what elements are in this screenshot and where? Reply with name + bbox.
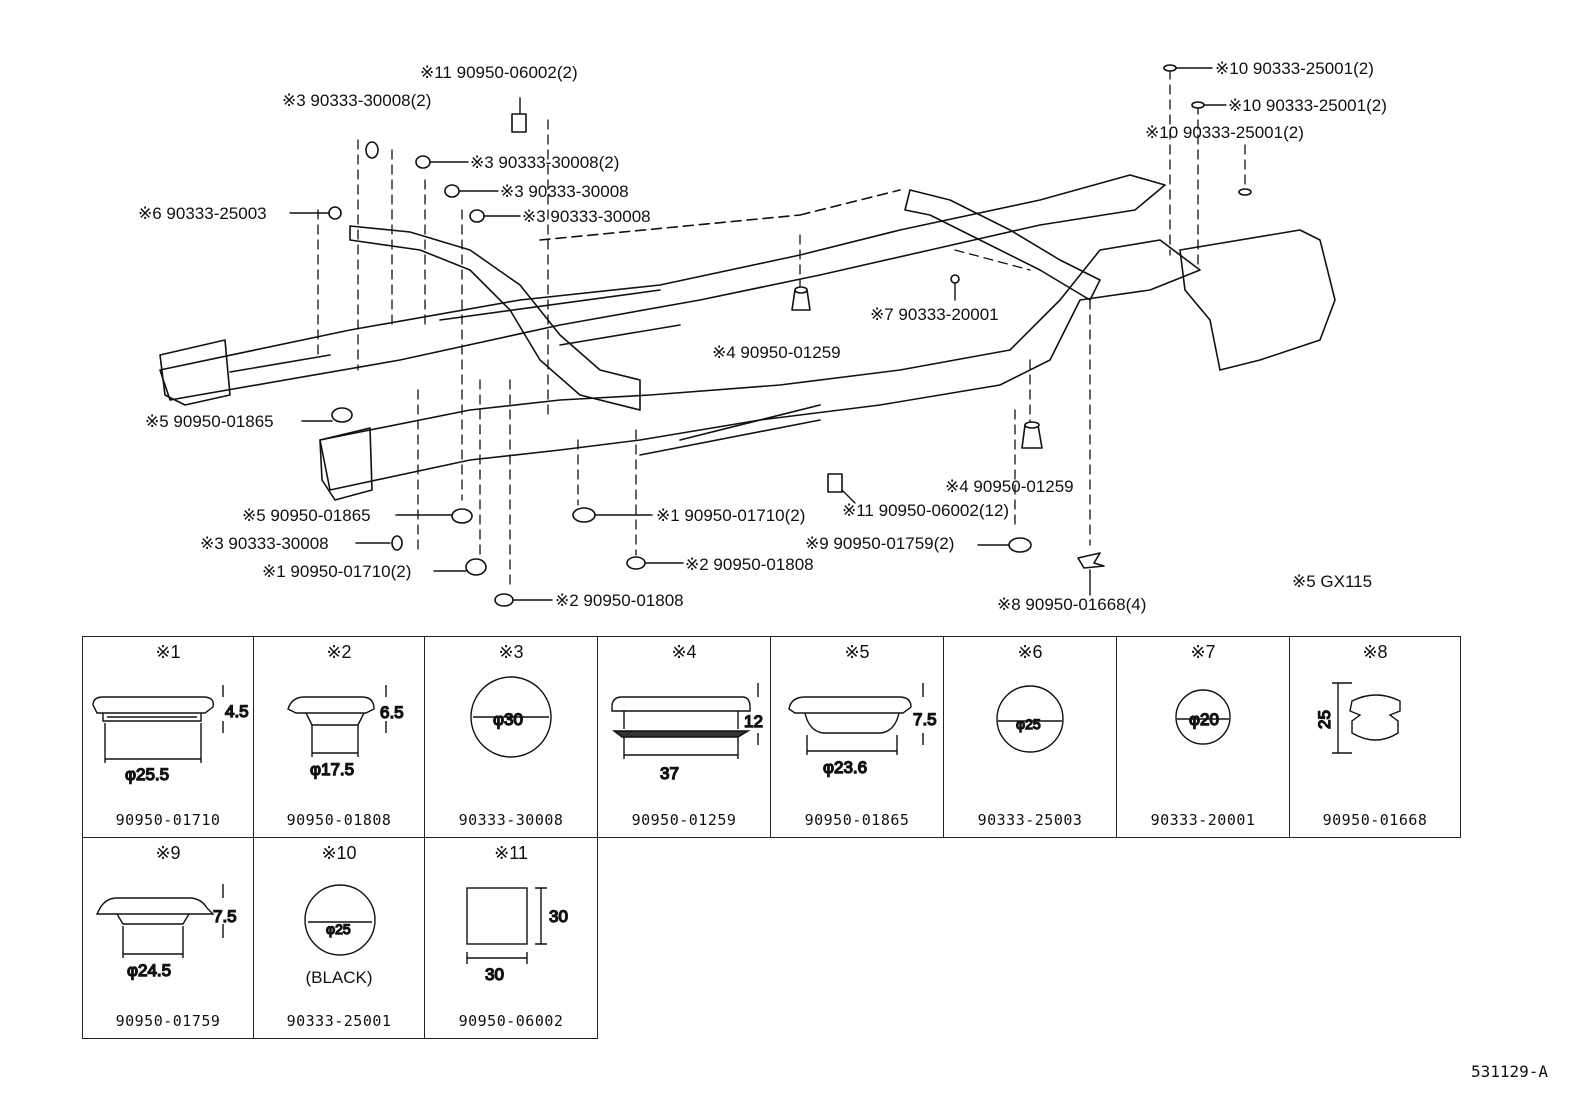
part-cell: ※6 φ25 90333-25003 [943, 636, 1117, 838]
dim-label: φ17.5 [310, 760, 354, 779]
callout-label: ※2 90950-01808 [555, 591, 684, 610]
part-ref: ※3 [498, 642, 524, 662]
callout-label: ※5 90950-01865 [145, 412, 274, 431]
part-number: 90950-01259 [631, 811, 737, 829]
callout-label: ※3 90333-30008 [500, 182, 629, 201]
right-side-rail [319, 239, 1201, 491]
part-ref: ※10 [321, 843, 357, 863]
dim-label: φ25 [1016, 716, 1041, 732]
plug-icons [328, 64, 1252, 607]
callout-label: ※7 90333-20001 [870, 305, 999, 324]
callout-label: ※3 90333-30008 [522, 207, 651, 226]
plug-sketch: φ25 [304, 884, 376, 956]
callout-label: ※10 90333-25001(2) [1145, 123, 1304, 142]
callout-label: ※3 90333-30008(2) [470, 153, 620, 172]
part-ref: ※7 [1190, 642, 1216, 662]
part-cell: ※8 25 90950-01668 [1289, 636, 1461, 838]
part-cell: ※3 φ30 90333-30008 [424, 636, 598, 838]
callout-label: ※6 90333-25003 [138, 204, 267, 223]
tape-sketch: 30 30 [466, 887, 569, 985]
dim-label: 25 [1315, 710, 1334, 729]
callout-label: ※4 90950-01259 [712, 343, 841, 362]
front-frame-end-right [319, 427, 373, 501]
dim-label: φ25 [326, 921, 351, 937]
plug-sketch: 7.5 φ24.5 [95, 884, 237, 981]
callout-label: ※3 90333-30008(2) [282, 91, 432, 110]
part-cell: ※2 6.5 φ17.5 90950-01808 [253, 636, 425, 838]
part-number: 90950-01808 [286, 811, 392, 829]
part-number: 90950-06002 [458, 1012, 564, 1030]
callout-label: ※8 90950-01668(4) [997, 595, 1147, 614]
part-number: 90950-01668 [1322, 811, 1428, 829]
rear-frame-end [1179, 229, 1336, 371]
callout-label: ※11 90950-06002(12) [842, 501, 1010, 520]
part-cell: ※7 φ20 90333-20001 [1116, 636, 1290, 838]
part-ref: ※8 [1362, 642, 1388, 662]
callout-label: ※11 90950-06002(2) [420, 63, 578, 82]
variant-note: ※5 GX115 [1292, 572, 1373, 591]
part-ref: ※9 [155, 843, 181, 863]
parts-table: ※1 4.5 φ25.5 90950-01710 ※2 6.5 φ17.5 90 [82, 636, 1461, 1039]
plug-sketch: 12 37 [611, 683, 764, 784]
dim-label: φ25.5 [125, 765, 169, 784]
part-number: 90950-01710 [115, 811, 221, 829]
callout-label: ※1 90950-01710(2) [262, 562, 412, 581]
plug-sketch: φ20 [1175, 689, 1231, 745]
dim-label: φ20 [1189, 710, 1219, 729]
part-ref: ※4 [671, 642, 697, 662]
dim-label: 7.5 [213, 907, 237, 926]
dim-label: 12 [744, 712, 763, 731]
callout-label: ※1 90950-01710(2) [656, 506, 806, 525]
front-frame-end-left [159, 339, 231, 406]
dim-label: 6.5 [380, 703, 404, 722]
callout-label: ※3 90333-30008 [200, 534, 329, 553]
plug-sketch: 6.5 φ17.5 [287, 685, 404, 780]
dim-label: 4.5 [225, 702, 249, 721]
left-side-rail [159, 174, 1166, 401]
dim-label: 30 [549, 907, 568, 926]
part-cell: ※5 7.5 φ23.6 90950-01865 [770, 636, 944, 838]
dim-label: φ23.6 [823, 758, 867, 777]
part-cell: ※10 φ25 (BLACK) 90333-25001 [253, 837, 425, 1039]
leader-lines [317, 69, 1246, 591]
callout-label: ※4 90950-01259 [945, 477, 1074, 496]
part-number: 90333-25003 [977, 811, 1083, 829]
illustration-reference-code: 531129-A [1470, 1062, 1548, 1081]
dim-label: 37 [660, 764, 679, 783]
part-number: 90950-01865 [804, 811, 910, 829]
frame-diagram: ※11 90950-06002(2) ※3 90333-30008(2) ※3 … [138, 59, 1387, 614]
front-kickup [349, 225, 641, 411]
part-cell: ※11 30 30 90950-06002 [424, 837, 598, 1039]
part-number: 90333-20001 [1150, 811, 1256, 829]
part-ref: ※2 [326, 642, 352, 662]
part-number: 90333-25001 [286, 1012, 392, 1030]
part-cell: ※4 12 37 90950-01259 [597, 636, 771, 838]
dim-label: φ24.5 [127, 961, 171, 980]
clip-sketch: 25 [1314, 682, 1401, 754]
dim-label: φ30 [493, 710, 523, 729]
part-ref: ※5 [844, 642, 870, 662]
plug-sketch: φ30 [470, 676, 552, 758]
callout-leaders [289, 67, 1227, 601]
plug-sketch: φ25 [996, 685, 1064, 753]
part-ref: ※1 [155, 642, 181, 662]
part-ref: ※6 [1017, 642, 1043, 662]
callout-label: ※10 90333-25001(2) [1215, 59, 1374, 78]
callout-label: ※9 90950-01759(2) [805, 534, 955, 553]
color-note: (BLACK) [305, 968, 373, 987]
plug-sketch: 4.5 φ25.5 [92, 685, 249, 785]
callout-label: ※10 90333-25001(2) [1228, 96, 1387, 115]
part-ref: ※11 [494, 843, 528, 863]
dim-label: 30 [485, 965, 504, 984]
part-cell: ※1 4.5 φ25.5 90950-01710 [82, 636, 254, 838]
part-number: 90333-30008 [458, 811, 564, 829]
plug-sketch: 7.5 φ23.6 [788, 683, 937, 778]
rear-crossmember [904, 189, 1101, 301]
callout-label: ※2 90950-01808 [685, 555, 814, 574]
dim-label: 7.5 [913, 710, 937, 729]
part-cell: ※9 7.5 φ24.5 90950-01759 [82, 837, 254, 1039]
callout-label: ※5 90950-01865 [242, 506, 371, 525]
frame-illustration [159, 64, 1336, 607]
part-number: 90950-01759 [115, 1012, 221, 1030]
